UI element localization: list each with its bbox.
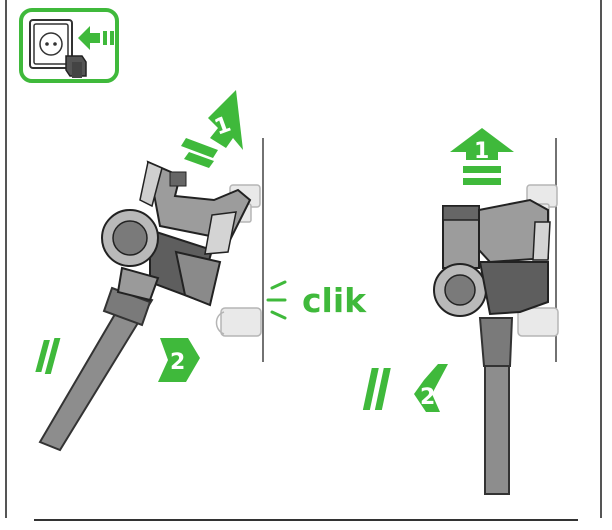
step1-arrow-left: 1 (181, 90, 243, 168)
click-text: clik (302, 281, 367, 320)
bottom-rule (34, 519, 578, 521)
step1-number-right: 1 (474, 139, 489, 164)
step2-number-right: 2 (420, 385, 435, 410)
right-panel: 1 2 (362, 128, 559, 495)
left-panel: 1 2 (35, 90, 287, 452)
step1-arrow-right: 1 (450, 128, 514, 185)
step2-number-left: 2 (170, 350, 185, 375)
step2-arrow-left: 2 (35, 338, 200, 382)
vacuum-body-left (101, 160, 252, 307)
plug-icon (19, 8, 119, 83)
dock-bracket-bottom-right (517, 307, 559, 337)
vacuum-body-right (433, 198, 551, 317)
dock-bracket-bottom (215, 307, 262, 337)
page-frame (5, 0, 602, 518)
wand-tube (38, 286, 154, 452)
click-lines (266, 280, 287, 320)
step2-arrow-right: 2 (362, 364, 448, 412)
wand-tube-right (478, 317, 514, 495)
